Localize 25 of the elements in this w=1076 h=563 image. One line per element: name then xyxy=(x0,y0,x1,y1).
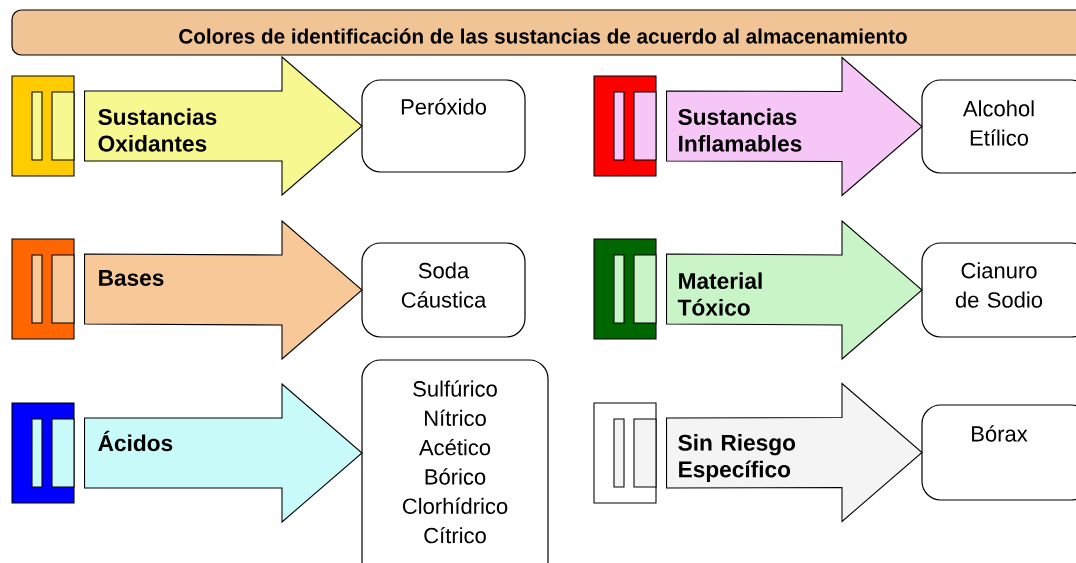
color-tag xyxy=(593,402,657,504)
color-tag xyxy=(593,75,657,177)
color-tag xyxy=(593,238,657,340)
rounded-box: Cianuro de Sodio xyxy=(921,242,1076,338)
block-arrow xyxy=(84,55,363,197)
edge-label: Ácidos xyxy=(98,430,173,452)
rounded-box: Bórax xyxy=(921,404,1076,501)
edge-label: Sustancias Inflamables xyxy=(678,108,802,152)
block-arrow xyxy=(666,219,923,361)
block-arrow xyxy=(84,219,363,361)
title-band: Colores de identificación de las sustancias de acuerdo al almacenamiento xyxy=(11,9,1076,56)
color-tag xyxy=(11,238,75,340)
edge-label: Bases xyxy=(99,270,164,286)
color-tag xyxy=(11,402,75,504)
edge-label: Sustancias Oxidantes xyxy=(98,108,217,152)
color-tag xyxy=(11,75,75,177)
block-arrow xyxy=(666,56,923,197)
rounded-box: Sulfúrico Nítrico Acético Bórico Clorhídrico Cítrico xyxy=(361,359,549,563)
rounded-box: Alcohol Etílico xyxy=(921,79,1076,174)
rounded-box: Soda Cáustica xyxy=(361,242,526,338)
rounded-box: Peróxido xyxy=(361,79,526,173)
block-arrow xyxy=(666,382,923,523)
edge-label: Sin Riesgo Específico xyxy=(678,434,796,482)
block-arrow xyxy=(84,382,363,524)
edge-label: Material Tóxico xyxy=(677,272,762,316)
